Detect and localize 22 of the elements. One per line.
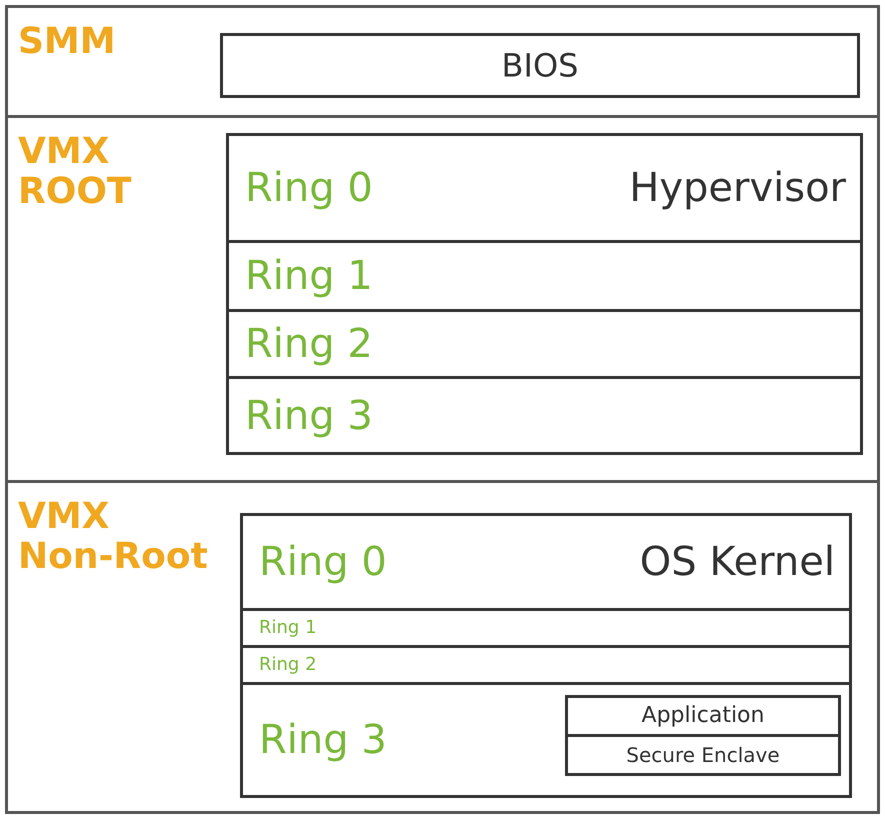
privilege-band	[5, 115, 880, 483]
layer-label: Application	[642, 704, 764, 728]
mode-label: VMX Non-Root	[18, 497, 208, 576]
ring-label: Ring 1	[259, 618, 317, 638]
ring-label: Ring 2	[245, 322, 373, 366]
ring-label: Ring 0	[259, 540, 387, 584]
ring-label: Ring 1	[245, 254, 373, 298]
mode-label: SMM	[18, 22, 117, 62]
ring-label: Ring 3	[259, 718, 387, 762]
privilege-band	[5, 5, 880, 118]
layer-label: BIOS	[502, 48, 578, 84]
ring-label: Ring 0	[245, 166, 373, 210]
privilege-band	[5, 480, 880, 814]
ring-label: Ring 3	[245, 394, 373, 438]
ring-label: Ring 2	[259, 655, 317, 675]
firmware-box	[220, 33, 860, 98]
mode-label: VMX ROOT	[18, 132, 132, 212]
layer-label: OS Kernel	[640, 540, 835, 584]
layer-label: Secure Enclave	[626, 744, 780, 766]
software-box	[565, 734, 841, 776]
software-box	[565, 695, 841, 737]
layer-label: Hypervisor	[629, 166, 846, 210]
